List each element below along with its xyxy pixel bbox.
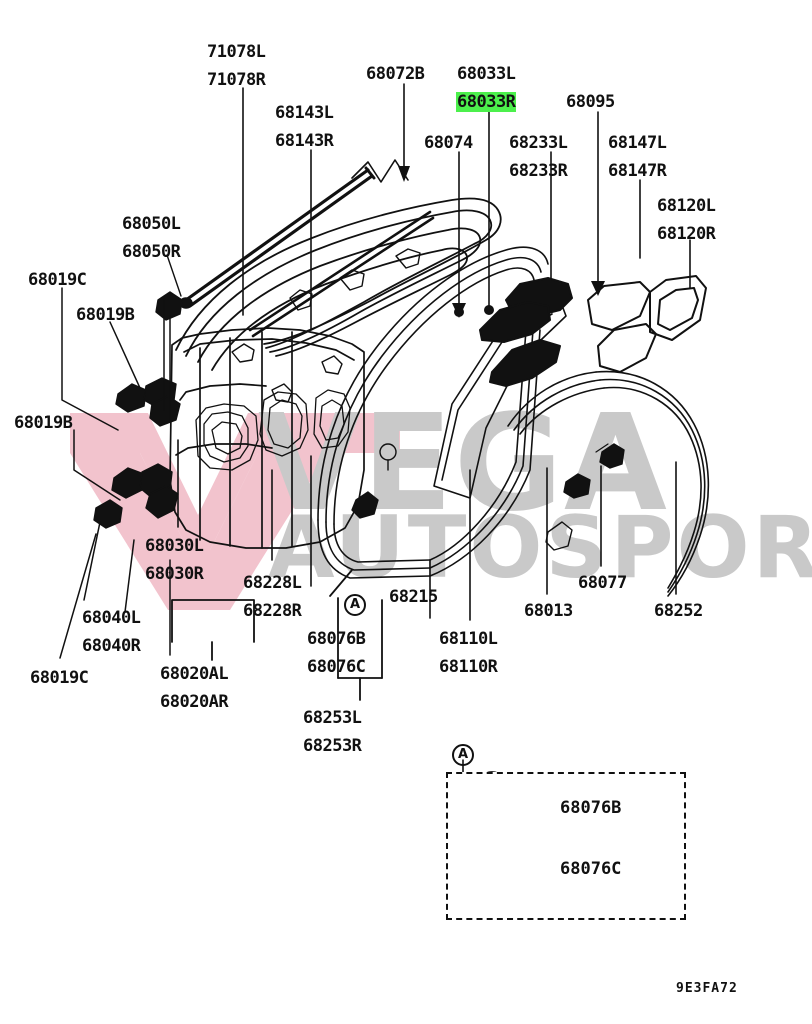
part-label-68050L: 68050L xyxy=(122,214,181,234)
part-label-68233R: 68233R xyxy=(509,161,568,181)
part-label-68040R: 68040R xyxy=(82,636,141,656)
part-label-68030L: 68030L xyxy=(145,536,204,556)
part-label-71078L: 71078L xyxy=(207,42,266,62)
detail-a-callout-box xyxy=(446,772,686,920)
callout-part-label-68076C: 68076C xyxy=(560,859,622,879)
door-window-frame xyxy=(175,197,502,371)
part-68020A-bracket xyxy=(171,599,255,661)
part-label-68110L: 68110L xyxy=(439,629,498,649)
part-label-68030R: 68030R xyxy=(145,564,204,584)
leader-arrowheads xyxy=(398,166,605,318)
leader-lines-top xyxy=(242,83,691,331)
part-label-68033R: 68033R xyxy=(456,92,517,112)
part-label-68077: 68077 xyxy=(578,573,627,593)
part-label-71078R: 71078R xyxy=(207,70,266,90)
part-label-68147R: 68147R xyxy=(608,161,667,181)
part-label-68143R: 68143R xyxy=(275,131,334,151)
marker-a-main-icon: A xyxy=(344,594,366,616)
diagram-corner-code: 9E3FA72 xyxy=(676,981,738,996)
part-label-68074: 68074 xyxy=(424,133,473,153)
part-label-68215: 68215 xyxy=(389,587,438,607)
part-label-68020AR: 68020AR xyxy=(160,692,229,712)
small-clips-right xyxy=(545,443,625,551)
part-label-68120L: 68120L xyxy=(657,196,716,216)
part-68215-run-channel xyxy=(429,329,541,577)
part-label-68019B: 68019B xyxy=(14,413,73,433)
part-68050-molding xyxy=(166,166,376,309)
part-68120-quarter-glass xyxy=(587,275,707,373)
part-label-68013: 68013 xyxy=(524,601,573,621)
door-inner-structure xyxy=(195,389,351,471)
part-label-68019C: 68019C xyxy=(30,668,89,688)
part-68143-trim xyxy=(248,210,435,338)
part-label-68228R: 68228R xyxy=(243,601,302,621)
part-label-68252: 68252 xyxy=(654,601,703,621)
part-label-68233L: 68233L xyxy=(509,133,568,153)
part-label-68050R: 68050R xyxy=(122,242,181,262)
part-label-68228L: 68228L xyxy=(243,573,302,593)
part-68252-belt-strip xyxy=(507,370,710,597)
part-label-68033L: 68033L xyxy=(457,64,516,84)
frame-detail-notches xyxy=(231,248,421,403)
part-label-68253L: 68253L xyxy=(303,708,362,728)
callout-part-label-68076B: 68076B xyxy=(560,798,622,818)
part-label-68020AL: 68020AL xyxy=(160,664,229,684)
marker-a-callout-icon: A xyxy=(452,744,474,766)
part-label-68072B: 68072B xyxy=(366,64,425,84)
part-label-68019C: 68019C xyxy=(28,270,87,290)
clip-on-door xyxy=(351,443,397,519)
part-label-68076C: 68076C xyxy=(307,657,366,677)
part-label-68147L: 68147L xyxy=(608,133,667,153)
part-label-68076B: 68076B xyxy=(307,629,366,649)
part-label-68143L: 68143L xyxy=(275,103,334,123)
leader-lines-right xyxy=(546,461,677,595)
part-68019-hinge-bolts xyxy=(93,291,183,529)
part-68253-bracket xyxy=(329,569,383,701)
part-label-68019B: 68019B xyxy=(76,305,135,325)
part-label-68040L: 68040L xyxy=(82,608,141,628)
part-label-68095: 68095 xyxy=(566,92,615,112)
part-label-68110R: 68110R xyxy=(439,657,498,677)
part-68233-corner xyxy=(479,277,573,387)
part-label-68120R: 68120R xyxy=(657,224,716,244)
part-label-68253R: 68253R xyxy=(303,736,362,756)
